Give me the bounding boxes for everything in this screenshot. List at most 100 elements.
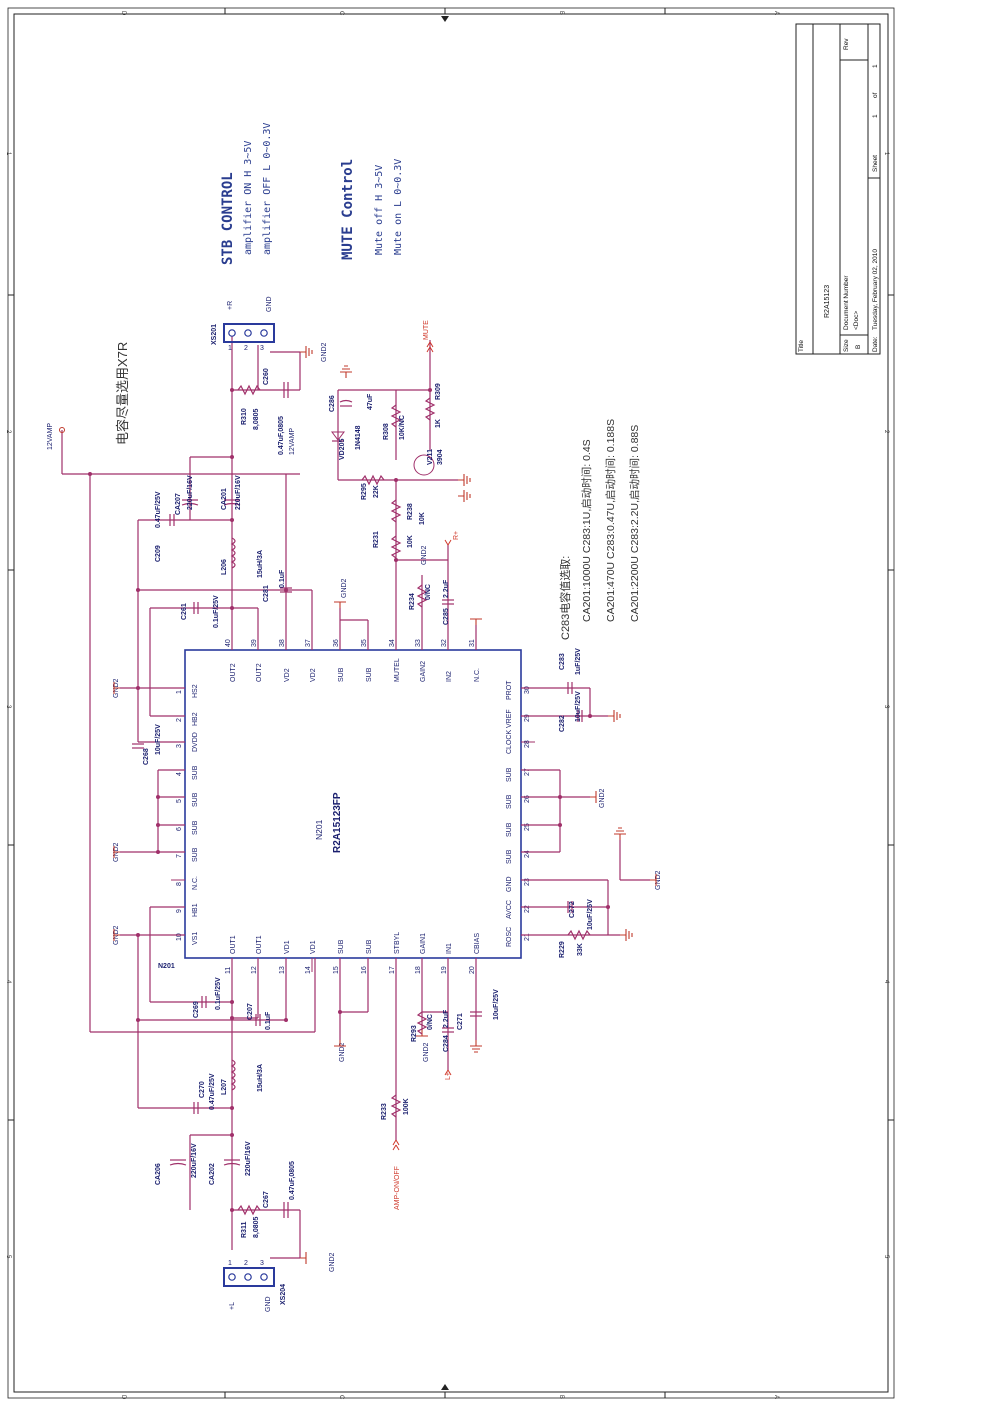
l206-val: 15uH/3A — [257, 550, 264, 578]
ic-pin-number: 21 — [524, 933, 531, 941]
c283-ref: C283 — [559, 653, 566, 670]
ca202-ref: CA202 — [209, 1163, 216, 1185]
ic-pin-name: N.C. — [192, 876, 199, 890]
zone-row-label: C — [338, 11, 344, 16]
xs201-n1: 1 — [228, 345, 232, 352]
connector-xs204[interactable]: XS204 +L GND 1 2 3 — [223, 1260, 287, 1312]
zone-col-label: 4 — [5, 980, 11, 984]
component-symbols — [132, 382, 591, 1218]
gnd2-label: GND2 — [341, 578, 348, 598]
c269-val: 0.1uF/25V — [215, 977, 222, 1010]
ic-pin-name: SUB — [192, 820, 199, 835]
zone-col-label: 1 — [883, 152, 889, 156]
zone-row-label: A — [773, 1395, 779, 1399]
ic-pin-name: SUB — [338, 667, 345, 682]
ic-pin-name: VD1 — [284, 940, 291, 954]
c284-ref: C284 — [443, 1035, 450, 1052]
c283-title: C283电容值选取: — [558, 556, 572, 640]
r310-val: 8,0805 — [253, 408, 260, 430]
r310-ref: R310 — [241, 408, 248, 425]
zone-col-label: 5 — [883, 1255, 889, 1259]
c282-ref: C282 — [559, 715, 566, 732]
xs204-ref: XS204 — [280, 1284, 287, 1305]
ic-bottom-pins: 11OUT112OUT113VD114VD115SUB16SUB17STBYL1… — [225, 932, 481, 974]
zone-row-label: B — [558, 11, 564, 15]
ic-pin-number: 11 — [225, 967, 232, 974]
mute-line1: Mute off H 3~5V — [374, 165, 385, 255]
l207-val: 15uH/3A — [257, 1064, 264, 1092]
r293-ref: R293 — [411, 1025, 418, 1042]
xs204-n2: 2 — [244, 1260, 248, 1267]
c207-ref: C207 — [247, 1003, 254, 1020]
connector-xs201[interactable]: XS201 +R GND 1 2 3 — [211, 296, 275, 352]
c268-val: 10uF/25V — [155, 724, 162, 755]
ground-symbols — [113, 346, 657, 1264]
ic-pin-name: OUT1 — [230, 935, 237, 954]
ca202-val: 220uF/16V — [245, 1141, 252, 1176]
ic-pin-name: SUB — [506, 794, 513, 809]
gnd2-label: GND2 — [321, 342, 328, 362]
ic-pin-number: 27 — [524, 768, 531, 776]
zone-col-label: 3 — [883, 705, 889, 709]
ic-pin-number: 20 — [469, 966, 476, 974]
c267-ref: C267 — [263, 1191, 270, 1208]
zone-row-label: C — [338, 1395, 344, 1400]
ic-pin-name: IN1 — [446, 943, 453, 954]
r293-val: 0/NC — [427, 1014, 434, 1030]
ic-pin-number: 33 — [415, 639, 422, 647]
docnum-label: Document Number — [843, 275, 850, 330]
sheet-border — [7, 7, 895, 1399]
c270-val: 0.47uF/25V — [209, 1073, 216, 1110]
r231-ref: R231 — [373, 531, 380, 548]
ic-pin-number: 23 — [524, 878, 531, 886]
ic-pin-number: 14 — [305, 966, 312, 974]
ic-pin-name: SUB — [366, 667, 373, 682]
component-labels: C260 0.47uF,0805 R310 8,0805 C286 47uF V… — [143, 368, 594, 1238]
r233-val: 100K — [403, 1098, 410, 1115]
c283-val: 1uF/25V — [575, 648, 582, 675]
ic-pin-name: GAIN1 — [420, 933, 427, 954]
net-l-plus: L+ — [445, 1072, 452, 1080]
ic-pin-number: 37 — [305, 639, 312, 647]
ca207-val: 220uF/16V — [187, 475, 194, 510]
sheet-value: 1 — [872, 114, 879, 118]
ic-pin-name: HB2 — [192, 712, 199, 726]
net-12vamp-2: 12VAMP — [289, 428, 296, 455]
c207-val: 0.1uF — [265, 1011, 272, 1030]
ic-pin-name: SUB — [366, 939, 373, 954]
ic-pin-name: HB1 — [192, 903, 199, 917]
xs204-pin3-label: GND — [265, 1296, 272, 1312]
ic-pin-name: VS1 — [192, 932, 199, 945]
ic-pin-name: GAIN2 — [420, 661, 427, 682]
ca207-ref: CA207 — [175, 493, 182, 515]
c271-ref: C271 — [457, 1013, 464, 1030]
mute-line2: Mute on L 0~0.3V — [393, 159, 404, 255]
zone-row-label: B — [558, 1395, 564, 1399]
ic-pin-name: VD2 — [284, 668, 291, 682]
docnum-value: <Doc> — [853, 311, 860, 330]
ic-pin-name: N.C. — [474, 668, 481, 682]
ic-pin-name: DVDD — [192, 732, 199, 752]
vd205-val: 1N4148 — [355, 425, 362, 450]
c284-val: 2.2uF — [443, 1009, 450, 1028]
v211-ref: V211 — [427, 449, 434, 465]
ca201-val: 220uF/16V — [235, 475, 242, 510]
ic-pin-number: 19 — [441, 966, 448, 974]
ic-n201[interactable]: N201 R2A15123FP N201 40OUT239OUT238VD237… — [158, 636, 535, 974]
ic-pin-name: VREF — [506, 709, 513, 728]
gnd2-label: GND2 — [339, 1042, 346, 1062]
r308-ref: R308 — [383, 423, 390, 440]
ic-pin-name: SUB — [338, 939, 345, 954]
ic-pin-number: 38 — [279, 639, 286, 647]
ic-top-pins: 40OUT239OUT238VD237VD236SUB35SUB34MUTEL3… — [225, 636, 481, 682]
ic-pin-number: 6 — [176, 827, 183, 831]
c286-val: 47uF — [367, 393, 374, 410]
ic-ref-label: N201 — [314, 819, 324, 840]
ic-pin-number: 31 — [469, 639, 476, 647]
ic-pin-number: 13 — [279, 966, 286, 974]
ic-pin-name: ROSC — [506, 927, 513, 947]
net-12vamp: 12VAMP — [47, 423, 54, 450]
ic-pin-number: 17 — [389, 966, 396, 974]
c209-ref: C209 — [155, 545, 162, 562]
